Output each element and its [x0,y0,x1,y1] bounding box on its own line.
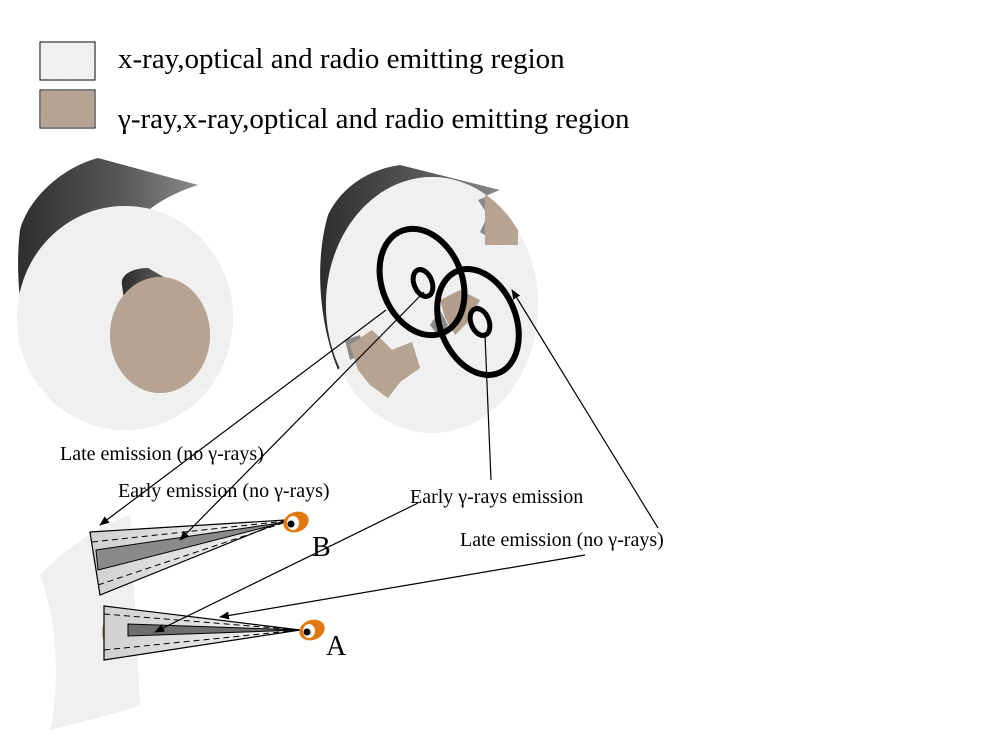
observer-cone-a [103,605,301,661]
leader-late-left [99,309,387,526]
leader-early-gamma [154,502,419,633]
leader-lines [99,289,659,633]
view-cone-ring-a [434,266,522,378]
legend-label-gamma: γ-ray,x-ray,optical and radio emitting r… [117,103,630,135]
label-early-emission-left: Early emission (no γ-rays) [118,480,330,502]
observer-label-a: A [326,631,347,662]
legend-label-xray: x-ray,optical and radio emitting region [118,43,565,75]
observer-eye-b-icon [283,511,309,533]
line-of-sight-a [467,306,493,338]
observer-eye-a-icon [299,619,325,641]
leader-early-left [179,291,425,541]
line-of-sight-b [410,267,436,299]
legend-swatch-light-fill [41,43,94,79]
jet-cylinder-patchy [320,165,538,433]
legend-item-gamma: γ-ray,x-ray,optical and radio emitting r… [39,89,630,135]
label-late-emission-left: Late emission (no γ-rays) [60,443,264,465]
label-early-gamma-emission: Early γ-rays emission [410,486,583,508]
observer-cone-b [89,519,287,596]
label-late-emission-right: Late emission (no γ-rays) [460,529,664,551]
legend-item-xray: x-ray,optical and radio emitting region [39,41,565,81]
legend-swatch-gamma-fill [41,91,94,127]
leader-late-right [219,554,586,620]
leader-early-gamma-top [484,334,492,481]
legend: x-ray,optical and radio emitting region … [39,41,630,135]
leader-late-right-top [511,289,659,529]
observer-label-b: B [312,532,331,563]
gamma-core-texture [110,277,210,393]
jet-cylinder-uniform [17,158,233,430]
